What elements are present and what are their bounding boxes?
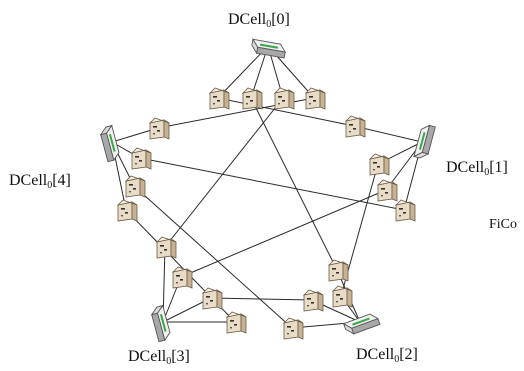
- server-icon: [273, 87, 295, 110]
- switch-icon: [342, 313, 381, 335]
- server-icon: [208, 87, 230, 110]
- switch-icon: [150, 304, 171, 343]
- inter-cell-link: [133, 185, 293, 329]
- server-icon: [344, 115, 366, 138]
- server-icon: [225, 311, 247, 334]
- server-icon: [124, 175, 146, 198]
- links-layer: [111, 45, 423, 329]
- server-icon: [282, 317, 304, 340]
- label-dcell4: DCell0[4]: [9, 172, 71, 191]
- server-icon: [302, 289, 324, 312]
- server-icon: [148, 117, 170, 140]
- switch-icon: [412, 124, 436, 159]
- inter-cell-link: [180, 189, 387, 278]
- server-icon: [241, 87, 263, 110]
- server-icon: [368, 153, 390, 176]
- label-dcell2: DCell0[2]: [356, 346, 418, 365]
- inter-cell-link: [217, 97, 355, 127]
- inter-cell-link: [250, 97, 338, 271]
- server-icon: [394, 199, 416, 222]
- label-dcell3: DCell0[3]: [128, 348, 190, 367]
- nodes-layer: [99, 38, 436, 343]
- switch-icon: [99, 124, 120, 163]
- server-icon: [327, 259, 349, 282]
- server-icon: [331, 285, 353, 308]
- server-icon: [171, 266, 193, 289]
- inter-cell-link: [164, 97, 284, 248]
- intra-cell-link: [217, 45, 269, 99]
- switch-icon: [251, 38, 287, 59]
- server-icon: [130, 147, 152, 170]
- label-dcell0: DCell0[0]: [228, 11, 290, 30]
- server-icon: [155, 236, 177, 259]
- server-icon: [376, 179, 398, 202]
- server-icon: [304, 87, 326, 110]
- server-icon: [116, 199, 138, 222]
- caption-fragment: FiCo: [489, 217, 518, 232]
- server-icon: [201, 287, 223, 310]
- inter-cell-link: [139, 157, 405, 211]
- inter-cell-link: [210, 297, 313, 301]
- label-dcell1: DCell0[1]: [446, 159, 508, 178]
